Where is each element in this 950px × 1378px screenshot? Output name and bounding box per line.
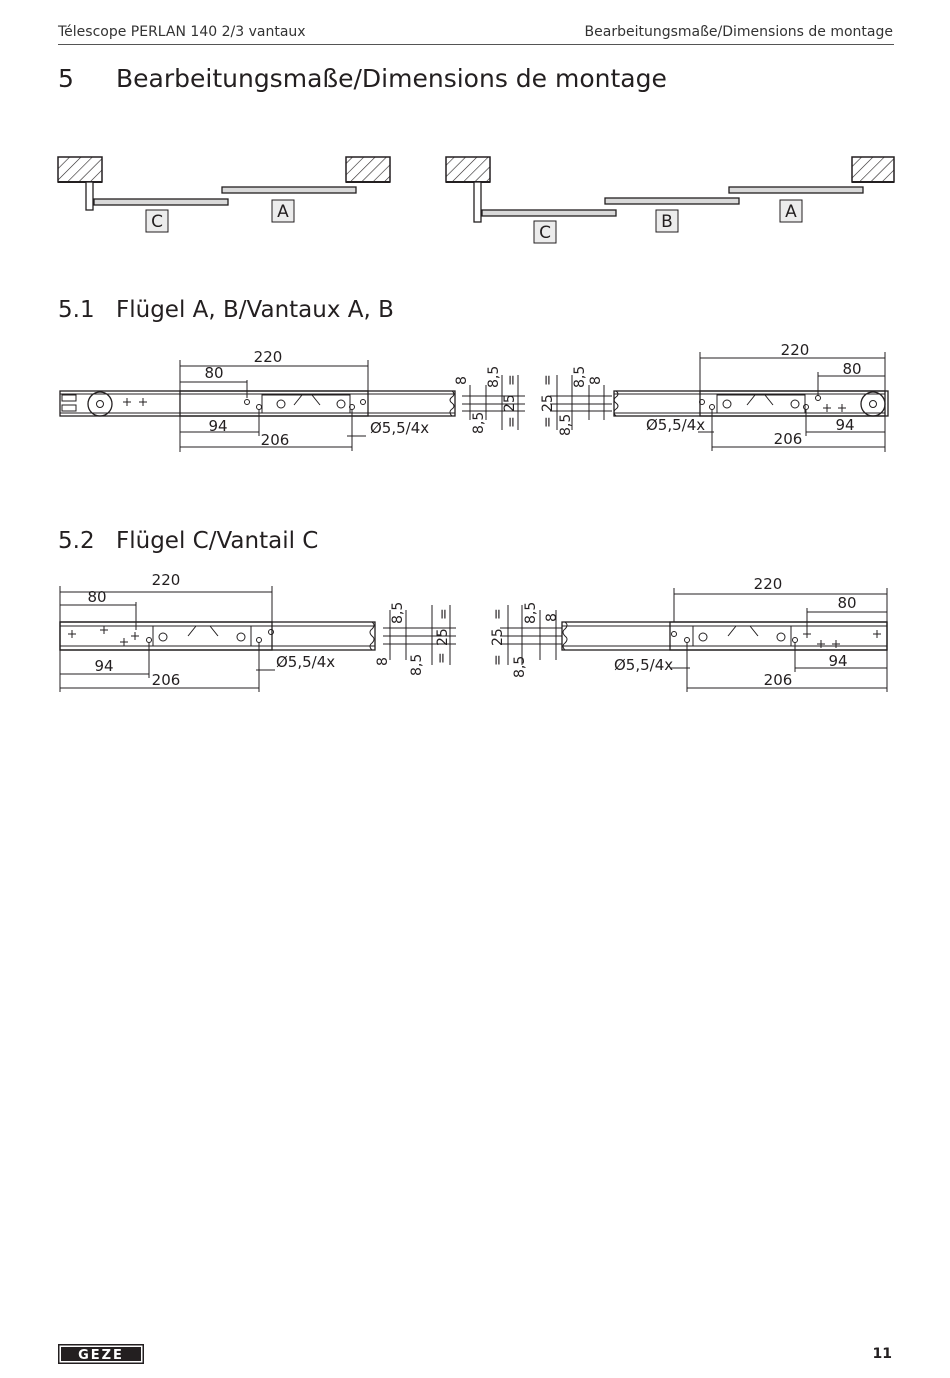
leaf-a-bar bbox=[728, 186, 864, 194]
carriage-block bbox=[261, 394, 351, 414]
dim-equal-bottom: = bbox=[504, 416, 520, 428]
three-leaf-overview: C B A bbox=[445, 156, 895, 244]
dim-hole: Ø5,5/4x bbox=[370, 419, 429, 437]
section-5-heading: 5 Bearbeitungsmaße/Dimensions de montage bbox=[58, 64, 667, 93]
dim-80: 80 bbox=[842, 360, 861, 378]
leaf-label-b: B bbox=[661, 212, 673, 232]
dim-206: 206 bbox=[774, 430, 803, 448]
frame-post bbox=[85, 181, 94, 211]
dim-206: 206 bbox=[152, 671, 181, 689]
carriage-block bbox=[716, 394, 806, 414]
section-title: Bearbeitungsmaße/Dimensions de montage bbox=[116, 64, 667, 93]
section-5-2-heading: 5.2 Flügel C/Vantail C bbox=[58, 528, 318, 554]
dim-25: 25 bbox=[502, 394, 518, 412]
leaf-label-c: C bbox=[151, 212, 163, 232]
two-leaf-overview: C A bbox=[57, 156, 391, 233]
roller-wheel bbox=[87, 391, 113, 417]
dim-8-5-bottom: 8,5 bbox=[471, 412, 487, 434]
dim-94: 94 bbox=[208, 417, 227, 435]
dim-80: 80 bbox=[204, 364, 223, 382]
dim-equal-top: = bbox=[436, 608, 452, 620]
logo-text: GEZE bbox=[78, 1348, 124, 1363]
dim-8-5-top: 8,5 bbox=[572, 366, 588, 388]
frame-post bbox=[473, 181, 482, 223]
dim-equal-bottom: = bbox=[434, 652, 450, 664]
carriage-block bbox=[692, 625, 792, 647]
header-section-title: Bearbeitungsmaße/Dimensions de montage bbox=[584, 24, 893, 40]
dim-equal-top: = bbox=[490, 608, 506, 620]
dim-8-5-bottom: 8,5 bbox=[409, 654, 425, 676]
dim-8-5-top: 8,5 bbox=[486, 366, 502, 388]
leaf-b-bar bbox=[604, 197, 740, 205]
section-number: 5 bbox=[58, 64, 74, 93]
dim-206: 206 bbox=[764, 671, 793, 689]
wall-right bbox=[345, 156, 391, 183]
dim-equal-bottom: = bbox=[490, 654, 506, 666]
carriage-block bbox=[152, 625, 252, 647]
leaf-label-a: A bbox=[785, 202, 797, 222]
geze-logo: GEZE bbox=[58, 1344, 144, 1364]
dim-220: 220 bbox=[254, 348, 283, 366]
dim-206: 206 bbox=[261, 431, 290, 449]
dim-94: 94 bbox=[828, 652, 847, 670]
leaf-c-bar bbox=[481, 209, 617, 217]
dim-8-5-bottom: 8,5 bbox=[558, 414, 574, 436]
section-number: 5.2 bbox=[58, 528, 95, 554]
dim-8-5-top: 8,5 bbox=[390, 602, 406, 624]
leaf-ab-drawing: 220 80 94 206 Ø5,5/4x 8 8,5 8,5 25 = = 2… bbox=[59, 341, 889, 452]
section-title: Flügel C/Vantail C bbox=[116, 528, 319, 554]
dim-94: 94 bbox=[94, 657, 113, 675]
section-number: 5.1 bbox=[58, 297, 95, 323]
wall-left bbox=[445, 156, 491, 183]
dim-hole: Ø5,5/4x bbox=[614, 656, 673, 674]
dim-80: 80 bbox=[837, 594, 856, 612]
dim-8: 8 bbox=[544, 613, 560, 622]
dim-hole: Ø5,5/4x bbox=[646, 416, 705, 434]
dim-8: 8 bbox=[588, 376, 604, 385]
dim-80: 80 bbox=[87, 588, 106, 606]
leaf-overview-diagram: C A C B A bbox=[57, 156, 895, 244]
dim-25: 25 bbox=[540, 394, 556, 412]
dim-25: 25 bbox=[490, 628, 506, 646]
dim-220: 220 bbox=[754, 575, 783, 593]
leaf-label-a: A bbox=[277, 202, 289, 222]
page-number: 11 bbox=[872, 1346, 892, 1362]
dim-94: 94 bbox=[835, 416, 854, 434]
dim-equal-top: = bbox=[504, 374, 520, 386]
dim-220: 220 bbox=[781, 341, 810, 359]
dim-8: 8 bbox=[375, 657, 391, 666]
dim-8: 8 bbox=[454, 376, 470, 385]
dim-25: 25 bbox=[435, 628, 451, 646]
dim-8-5-top: 8,5 bbox=[523, 602, 539, 624]
header-rule bbox=[58, 44, 894, 45]
section-title: Flügel A, B/Vantaux A, B bbox=[116, 297, 394, 323]
wall-right bbox=[851, 156, 895, 183]
dim-8-5-bottom: 8,5 bbox=[512, 656, 528, 678]
section-5-1-heading: 5.1 Flügel A, B/Vantaux A, B bbox=[58, 297, 394, 323]
dim-hole: Ø5,5/4x bbox=[276, 653, 335, 671]
leaf-c-bar bbox=[93, 198, 229, 206]
leaf-a-bar bbox=[221, 186, 357, 194]
dim-equal-bottom: = bbox=[540, 416, 556, 428]
header-document-title: Télescope PERLAN 140 2/3 vantaux bbox=[58, 24, 306, 40]
leaf-c-drawing: 220 80 94 206 Ø5,5/4x 8,5 8 8,5 25 = = 2… bbox=[59, 571, 888, 692]
leaf-label-c: C bbox=[539, 223, 551, 243]
dim-220: 220 bbox=[152, 571, 181, 589]
dim-equal-top: = bbox=[540, 374, 556, 386]
